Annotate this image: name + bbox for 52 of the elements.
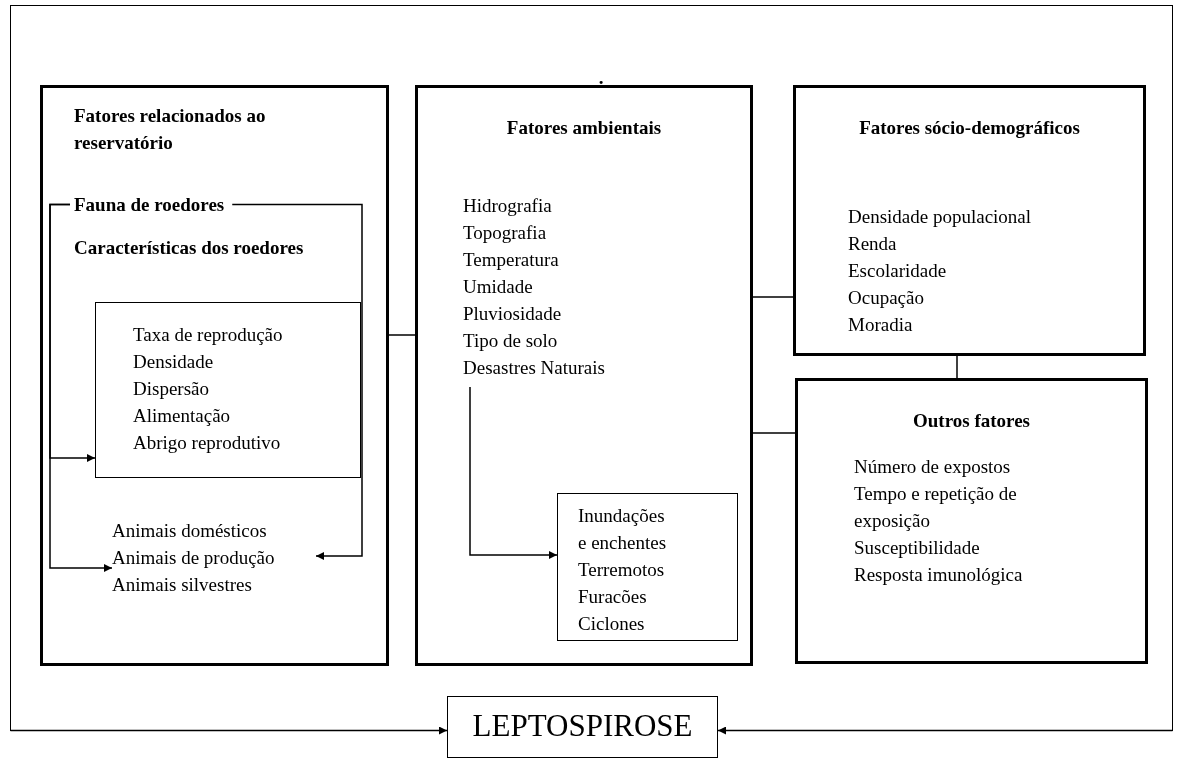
factor-box [40,85,389,666]
factor-item: Animais domésticos [112,519,268,543]
factor-box [95,302,361,478]
factor-box [415,85,753,666]
factor-item: Topografia [463,221,548,245]
factor-item: Ciclones [578,612,646,636]
factor-item: Susceptibilidade [854,536,981,560]
factor-item: Animais de produção [112,546,275,570]
outcome-label: LEPTOSPIROSE [471,707,694,745]
factor-heading: Fatores sócio-demográficos [858,116,1081,140]
factor-item: Renda [848,232,898,256]
arrow [717,726,1174,735]
factor-heading: Fatores ambientais [505,116,663,140]
connector-line [752,432,796,434]
factor-item: Temperatura [463,248,560,272]
factor-item: Densidade populacional [848,205,1032,229]
connector-line [956,355,958,379]
factor-item: Alimentação [133,404,232,428]
arrow [9,726,448,735]
group-heading: Características dos roedores [74,236,305,260]
factor-item: Terremotos [578,558,666,582]
factor-item: Ocupação [848,286,925,310]
arrow [469,386,558,559]
factor-item: Moradia [848,313,914,337]
factor-item: Tipo de solo [463,329,559,353]
factor-heading: Outros fatores [912,409,1031,433]
factor-heading: Fatores relacionados ao reservatório [74,104,267,155]
factor-item: Dispersão [133,377,210,401]
factor-box [793,85,1146,356]
factor-item: Umidade [463,275,534,299]
factor-item: Taxa de reprodução [133,323,283,347]
factor-item: Escolaridade [848,259,948,283]
factor-item: Inundações e enchentes [578,504,668,555]
factor-box [557,493,738,641]
connector-line [752,296,794,298]
factor-item: Resposta imunológica [854,563,1024,587]
factor-item: Abrigo reprodutivo [133,431,282,455]
factor-item: Desastres Naturais [463,356,605,380]
factor-box [795,378,1148,664]
factor-item: Pluviosidade [463,302,563,326]
outcome-box [447,696,718,758]
arrow [231,203,363,560]
factor-item: Animais silvestres [112,573,253,597]
factor-item: Furacões [578,585,648,609]
factor-item: Tempo e repetição de exposição [854,482,1018,533]
arrow [49,203,113,572]
factor-item: Hidrografia [463,194,553,218]
connector-line [388,334,416,336]
factor-heading: Fauna de roedores [74,191,225,218]
factor-item: Número de expostos [854,455,1012,479]
title-dot: . [597,66,605,90]
factor-item: Densidade [133,350,215,374]
